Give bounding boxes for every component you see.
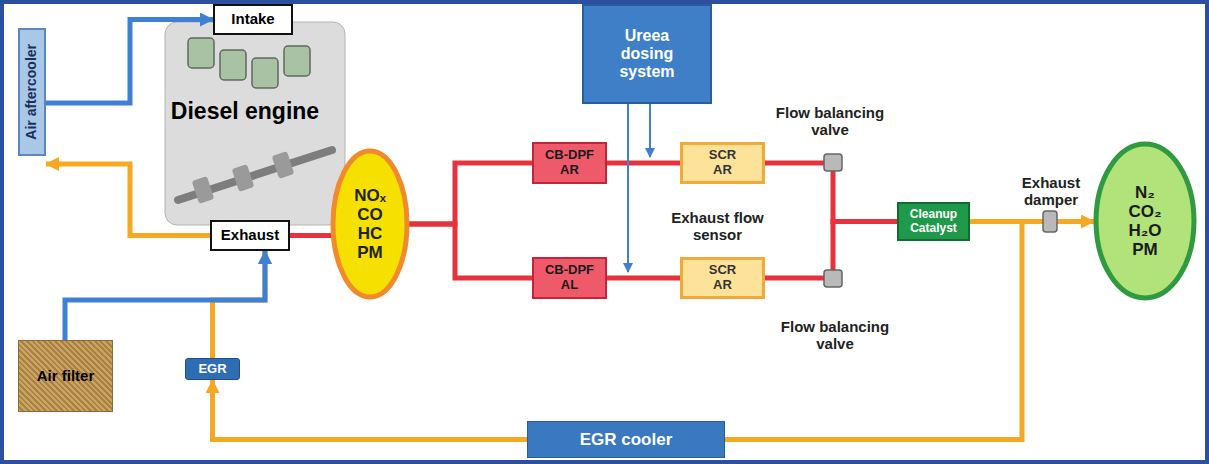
node-text: PM — [1132, 240, 1158, 259]
emissions-ellipse: NOₓCOHCPM — [330, 148, 410, 300]
catalyst-box: Cleanup Catalyst — [897, 202, 970, 241]
damper-symbol — [1043, 211, 1057, 232]
egr-box: EGR — [185, 358, 240, 380]
filter-unit-box: CB-DPF AL — [532, 257, 607, 299]
node-text: H₂O — [1128, 221, 1161, 240]
part-label: Flow balancing valve — [770, 104, 890, 139]
cooler-box: Air aftercooler — [18, 28, 46, 156]
part-label: Exhaust damper — [1008, 174, 1094, 209]
piston — [188, 38, 214, 68]
node-text: Exhaust — [221, 227, 279, 244]
egr-cooler-box: EGR cooler — [527, 421, 725, 458]
part-label: Flow balancing valve — [775, 318, 895, 353]
flow-connector — [607, 276, 680, 281]
piston — [220, 50, 246, 80]
port-box: Exhaust — [210, 220, 290, 251]
node-text: CO — [357, 205, 383, 224]
ellipse-shape — [333, 151, 407, 297]
node-text: EGR cooler — [580, 430, 673, 449]
node-text: PM — [357, 243, 383, 262]
filter-box: Air filter — [18, 340, 113, 412]
piston — [284, 46, 310, 76]
node-text: Ureea dosing system — [611, 27, 683, 81]
port-box: Intake — [213, 4, 293, 35]
scr-box: SCR AR — [680, 257, 765, 299]
node-text: Air aftercooler — [24, 44, 40, 140]
flow-connector — [409, 163, 532, 224]
node-text: Intake — [231, 11, 274, 28]
scr-box: SCR AR — [680, 142, 765, 184]
node-text: NOₓ — [354, 186, 386, 205]
filter-unit-box: CB-DPF AR — [532, 142, 607, 184]
engine-block — [165, 22, 345, 225]
flow-connector — [65, 251, 265, 340]
engine-illustration — [165, 22, 345, 225]
crank-web — [192, 176, 215, 204]
crank-web — [272, 151, 295, 179]
node-text: Air filter — [37, 368, 95, 385]
engine-label-box: Diesel engine — [165, 94, 325, 130]
flow-connector — [765, 163, 897, 222]
node-text: CO₂ — [1128, 202, 1161, 221]
flow-connector — [213, 251, 266, 358]
dosing-arrow — [649, 104, 651, 157]
piston — [252, 58, 278, 88]
dosing-arrow — [627, 104, 629, 272]
node-text: EGR — [198, 362, 226, 377]
dosing-box: Ureea dosing system — [582, 4, 712, 104]
connector-group — [213, 251, 266, 358]
flow-connector — [46, 164, 210, 236]
node-text: CB-DPF AL — [540, 263, 600, 292]
node-text: Diesel engine — [171, 99, 319, 125]
flow-connector — [46, 20, 213, 104]
valve-symbol — [824, 270, 842, 287]
ellipse-shape — [1096, 144, 1194, 298]
flow-connector — [213, 380, 528, 440]
crank-web — [232, 164, 255, 192]
part-label: Exhaust flow sensor — [655, 209, 780, 244]
connector-group — [46, 20, 1094, 440]
flow-connector — [409, 224, 532, 278]
node-text: HC — [358, 224, 383, 243]
flow-connector — [725, 222, 1022, 440]
flow-connector — [290, 233, 331, 238]
node-text: N₂ — [1135, 183, 1155, 202]
valve-symbol — [824, 154, 842, 171]
node-text: SCR AR — [703, 148, 743, 177]
node-text: Cleanup Catalyst — [905, 208, 963, 235]
output-ellipse: N₂CO₂H₂OPM — [1093, 141, 1197, 301]
flow-connector — [970, 219, 1094, 224]
flow-connector — [607, 161, 680, 166]
node-text: CB-DPF AR — [540, 148, 600, 177]
node-text: SCR AR — [703, 263, 743, 292]
